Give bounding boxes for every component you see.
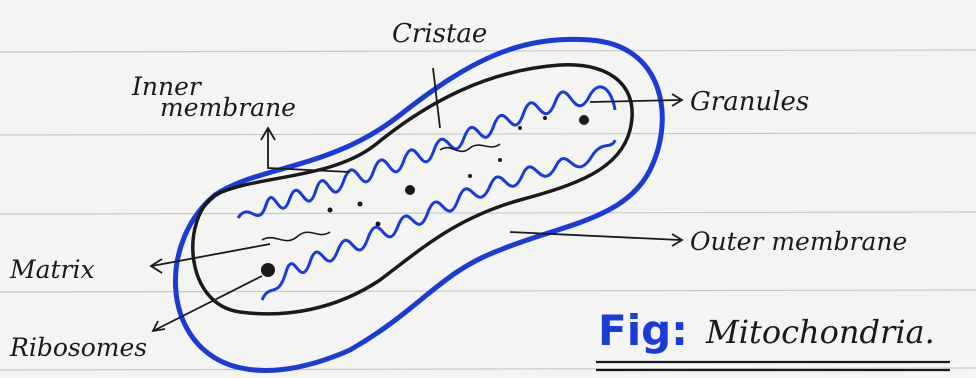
label-outer-membrane: Outer membrane	[690, 227, 907, 256]
label-matrix: Matrix	[9, 255, 95, 284]
caption-prefix: Fig:	[598, 306, 688, 355]
cristae-lower	[262, 140, 615, 300]
outer-membrane-shape	[175, 39, 662, 370]
label-inner-membrane-line2: membrane	[160, 93, 296, 122]
caption-title: Mitochondria.	[705, 313, 935, 351]
label-granules: Granules	[690, 87, 809, 117]
label-cristae: Cristae	[392, 19, 487, 49]
label-ribosomes: Ribosomes	[9, 333, 147, 362]
